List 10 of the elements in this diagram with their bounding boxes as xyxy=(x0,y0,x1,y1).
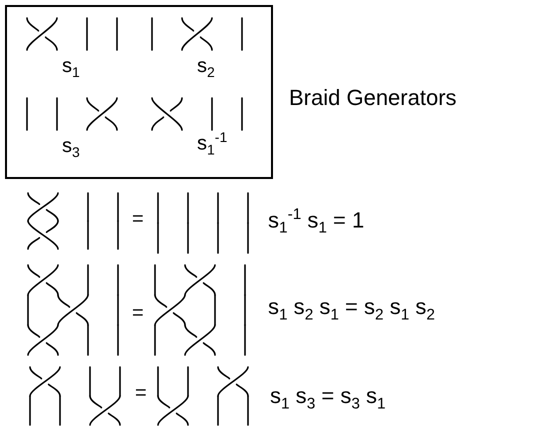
equals-sign: = xyxy=(135,382,147,405)
equals-sign: = xyxy=(132,302,144,325)
generator-symbol: s$_{3}$ xyxy=(62,135,80,160)
generator-symbol: s$_{1}$ xyxy=(62,55,80,80)
equation: s$_{1}$ s$_{3}$ = s$_{3}$ s$_{1}$ xyxy=(270,383,386,414)
equation: s$_{1}$$^{-1}$ s$_{1}$ = 1 xyxy=(268,206,364,238)
equation: s$_{1}$ s$_{2}$ s$_{1}$ = s$_{2}$ s$_{1}$ s$_{2}$ xyxy=(268,294,435,324)
generator-symbol: s$_{2}$ xyxy=(197,55,215,80)
equals-sign: = xyxy=(132,208,144,231)
heading: Braid Generators xyxy=(289,85,457,111)
